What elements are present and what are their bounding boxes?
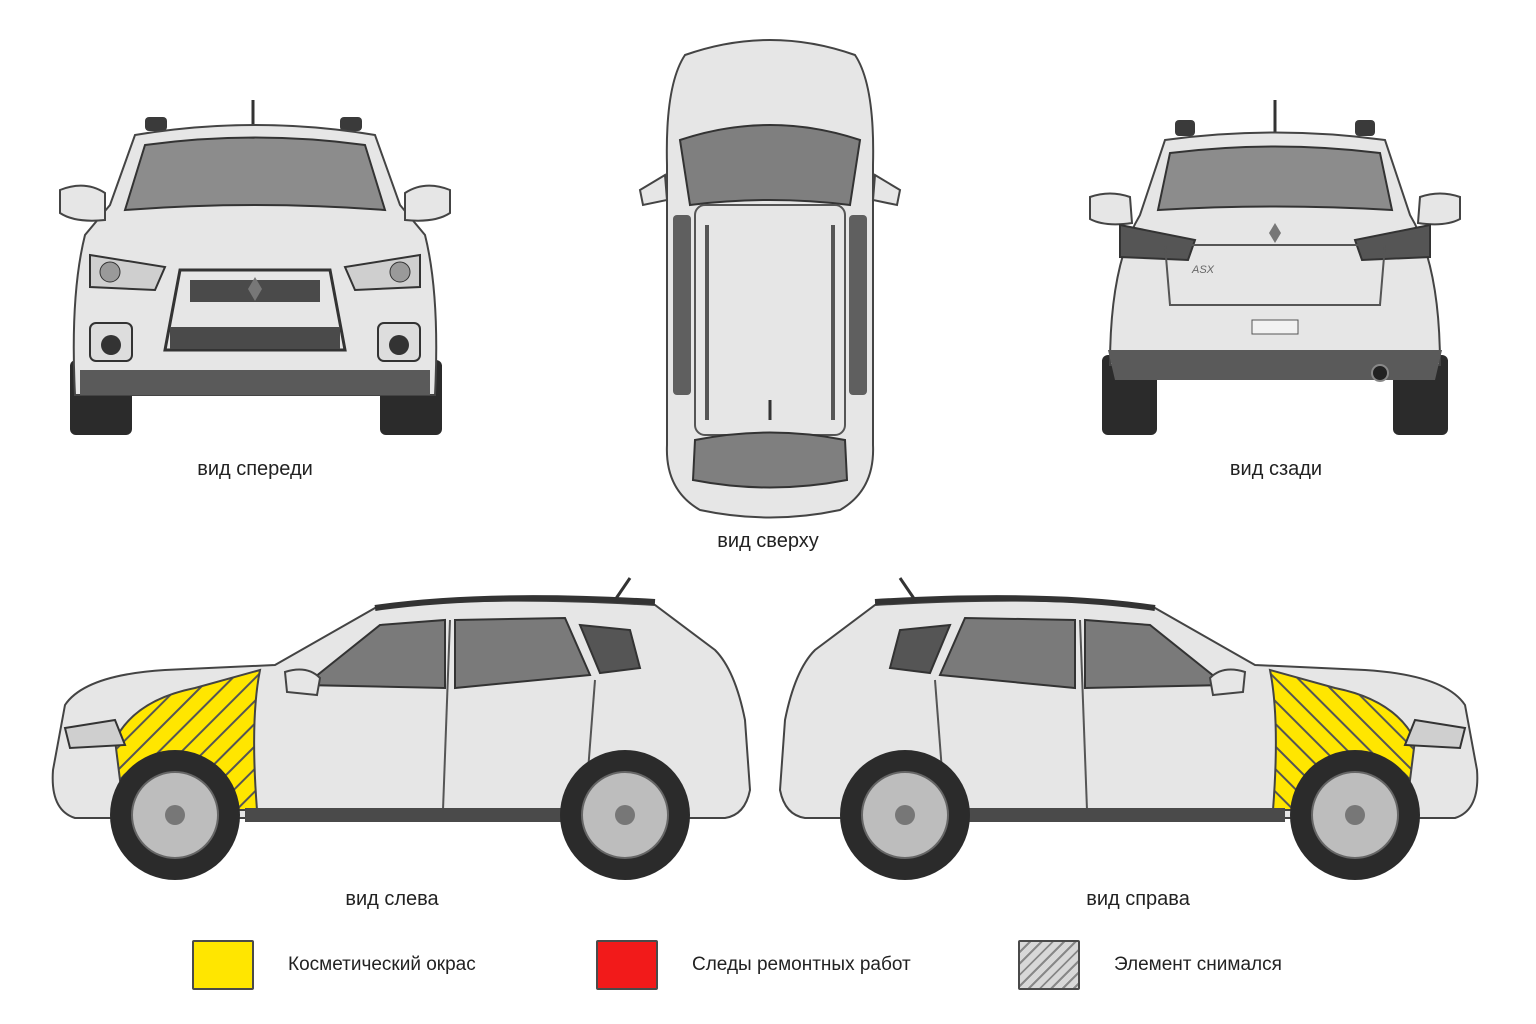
rear-badge: ASX (1191, 264, 1215, 276)
front-view-drawing (59, 100, 451, 435)
left-quarter-glass (578, 623, 642, 675)
legend-element-removed-label: Элемент снимался (1114, 954, 1282, 975)
left-rear-window (454, 616, 592, 690)
left-tail-light (1119, 223, 1197, 262)
front-grille-frame (163, 268, 347, 352)
rear-view: ASX (1080, 95, 1470, 440)
front-lower-bumper (80, 370, 430, 395)
right-mirror (404, 184, 451, 222)
left-side-caption: вид слева (345, 888, 439, 910)
legend-repair-traces-swatch (596, 940, 658, 990)
legend-repair-traces-label: Следы ремонтных работ (692, 954, 911, 975)
brand-logo (248, 277, 262, 301)
rear-lower-bumper (1108, 350, 1442, 380)
legend-cosmetic-paint-label: Косметический окрас (288, 954, 476, 975)
rear-view-caption: вид сзади (1229, 458, 1323, 480)
legend-cosmetic-paint: Косметический окрас (192, 940, 476, 990)
top-view-caption: вид сверху (717, 530, 819, 552)
right-side-view (775, 570, 1485, 890)
front-windshield (123, 136, 387, 212)
top-rear-window (691, 431, 849, 489)
top-view (635, 25, 905, 520)
legend-repair-traces: Следы ремонтных работ (596, 940, 911, 990)
right-front-window (1084, 618, 1228, 690)
left-front-window (302, 618, 446, 690)
left-side-drawing (51, 577, 752, 880)
lower-grille (170, 327, 340, 349)
left-side-view (45, 570, 755, 890)
legend-cosmetic-paint-swatch (192, 940, 254, 990)
right-rear-window (938, 616, 1076, 690)
right-side-caption: вид справа (1086, 888, 1190, 910)
legend-element-removed: Элемент снимался (1018, 940, 1282, 990)
top-view-drawing (638, 39, 902, 519)
front-view (50, 95, 460, 440)
rear-window (1156, 145, 1394, 212)
front-view-caption: вид спереди (197, 458, 313, 480)
right-side-drawing (778, 577, 1479, 880)
left-mirror (59, 184, 106, 222)
right-quarter-glass (888, 623, 952, 675)
legend-element-removed-swatch (1018, 940, 1080, 990)
right-tail-light (1353, 223, 1431, 262)
top-windshield (678, 124, 862, 207)
rear-view-drawing: ASX (1089, 100, 1461, 435)
